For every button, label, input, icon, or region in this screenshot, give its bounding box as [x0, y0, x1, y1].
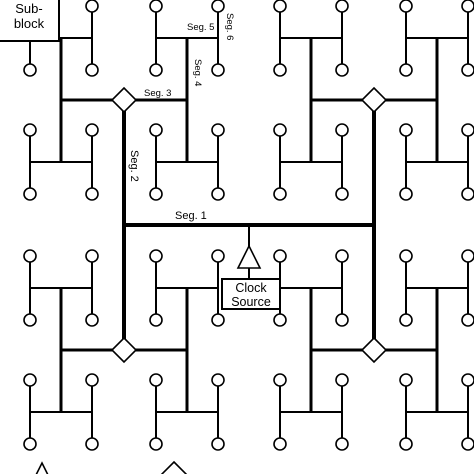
clock-source-line1: Clock [235, 281, 267, 295]
leaf-node-circle-icon [461, 373, 474, 387]
leaf-node-circle-icon [273, 123, 287, 137]
leaf-node-circle-icon [273, 437, 287, 451]
leaf-node-circle-icon [335, 0, 349, 13]
leaf-node-circle-icon [335, 123, 349, 137]
leaf-node-circle-icon [149, 63, 163, 77]
seg1-label: Seg. 1 [175, 210, 207, 222]
leaf-node-circle-icon [23, 313, 37, 327]
seg6-label: Seg. 6 [224, 13, 235, 40]
buffer-diamond-icon [160, 460, 188, 474]
buffer-diamond-icon [360, 86, 388, 114]
leaf-node-circle-icon [461, 63, 474, 77]
leaf-node-circle-icon [335, 249, 349, 263]
leaf-node-circle-icon [335, 63, 349, 77]
leaf-node-circle-icon [85, 373, 99, 387]
clock-source-line2: Source [231, 295, 271, 310]
leaf-node-circle-icon [85, 249, 99, 263]
leaf-node-circle-icon [23, 373, 37, 387]
leaf-node-circle-icon [461, 123, 474, 137]
buffer-triangle-icon [35, 461, 49, 474]
leaf-node-circle-icon [399, 313, 413, 327]
leaf-node-circle-icon [399, 123, 413, 137]
leaf-node-circle-icon [461, 187, 474, 201]
buffer-diamond-icon [110, 86, 138, 114]
clock-source-box: Clock Source [221, 278, 281, 310]
leaf-node-circle-icon [399, 187, 413, 201]
leaf-node-circle-icon [149, 249, 163, 263]
leaf-node-circle-icon [399, 437, 413, 451]
leaf-node-circle-icon [335, 313, 349, 327]
leaf-node-circle-icon [211, 313, 225, 327]
seg3-label: Seg. 3 [144, 88, 171, 99]
leaf-node-circle-icon [149, 123, 163, 137]
leaf-node-circle-icon [23, 63, 37, 77]
leaf-node-circle-icon [461, 437, 474, 451]
leaf-node-circle-icon [149, 187, 163, 201]
leaf-node-circle-icon [461, 249, 474, 263]
leaf-node-circle-icon [211, 123, 225, 137]
leaf-node-circle-icon [149, 313, 163, 327]
leaf-node-circle-icon [399, 63, 413, 77]
leaf-node-circle-icon [23, 249, 37, 263]
leaf-node-circle-icon [273, 63, 287, 77]
leaf-node-circle-icon [85, 0, 99, 13]
subblock-line2: block [13, 15, 45, 31]
leaf-node-circle-icon [85, 63, 99, 77]
leaf-node-circle-icon [211, 437, 225, 451]
leaf-node-circle-icon [23, 437, 37, 451]
leaf-node-circle-icon [399, 249, 413, 263]
buffer-triangle-icon [236, 244, 262, 269]
leaf-node-circle-icon [399, 373, 413, 387]
leaf-node-circle-icon [211, 249, 225, 263]
subblock-line1: Sub- [15, 1, 43, 16]
leaf-node-circle-icon [273, 249, 287, 263]
leaf-node-circle-icon [273, 187, 287, 201]
buffer-diamond-icon [110, 336, 138, 364]
leaf-node-circle-icon [211, 373, 225, 387]
seg5-label: Seg. 5 [187, 22, 214, 33]
leaf-node-circle-icon [149, 0, 163, 13]
leaf-node-circle-icon [461, 313, 474, 327]
buffer-diamond-icon [360, 336, 388, 364]
subblock-box: Sub- block [0, 0, 60, 42]
seg2-label: Seg. 2 [128, 150, 140, 182]
leaf-node-circle-icon [273, 313, 287, 327]
leaf-node-circle-icon [211, 0, 225, 13]
leaf-node-circle-icon [211, 187, 225, 201]
leaf-node-circle-icon [23, 187, 37, 201]
leaf-node-circle-icon [149, 437, 163, 451]
leaf-node-circle-icon [85, 187, 99, 201]
leaf-node-circle-icon [273, 373, 287, 387]
leaf-node-circle-icon [335, 187, 349, 201]
leaf-node-circle-icon [23, 123, 37, 137]
seg4-label: Seg. 4 [192, 59, 203, 86]
leaf-node-circle-icon [211, 63, 225, 77]
leaf-node-circle-icon [335, 437, 349, 451]
leaf-node-circle-icon [85, 313, 99, 327]
leaf-node-circle-icon [85, 437, 99, 451]
leaf-node-circle-icon [399, 0, 413, 13]
leaf-node-circle-icon [149, 373, 163, 387]
leaf-node-circle-icon [335, 373, 349, 387]
leaf-node-circle-icon [273, 0, 287, 13]
leaf-node-circle-icon [461, 0, 474, 13]
leaf-node-circle-icon [85, 123, 99, 137]
